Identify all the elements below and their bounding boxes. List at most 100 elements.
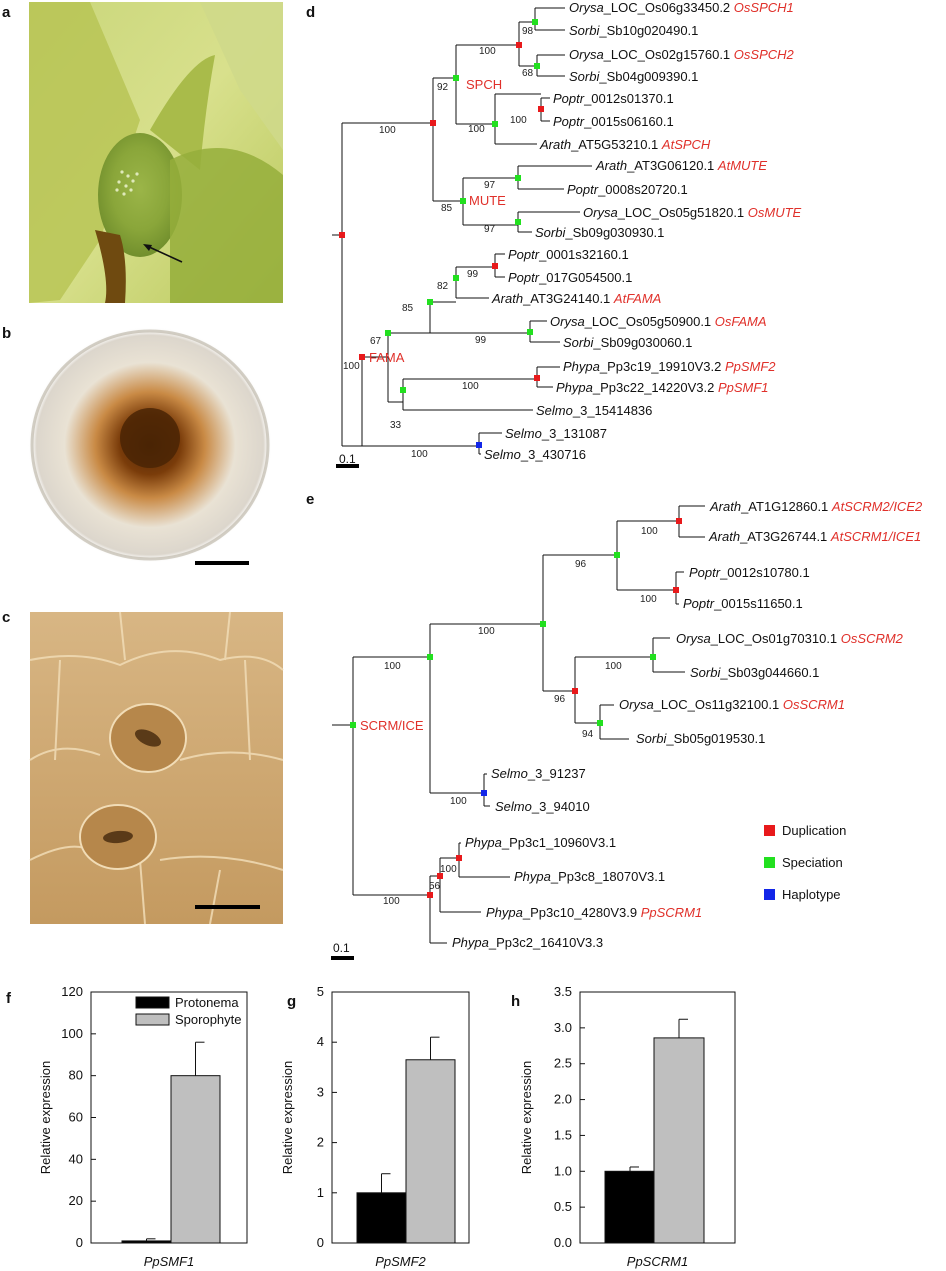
y-tick-label: 0.0 (554, 1235, 572, 1250)
support-value: 67 (370, 336, 382, 347)
node-duplication (673, 587, 679, 593)
leaf-label: Arath_AT3G06120.1 AtMUTE (595, 158, 767, 173)
y-tick-label: 0 (317, 1235, 324, 1250)
support-value: 100 (462, 381, 479, 392)
node-duplication (572, 688, 578, 694)
support-value: 94 (582, 729, 594, 740)
panel-letter-g: g (287, 993, 296, 1010)
y-tick-label: 1.0 (554, 1163, 572, 1178)
node-duplication (430, 120, 436, 126)
node-duplication (456, 855, 462, 861)
y-tick-label: 80 (69, 1068, 83, 1083)
legend-label: Protonema (175, 995, 239, 1010)
support-value: 100 (640, 594, 657, 605)
support-value: 56 (429, 881, 441, 892)
support-value: 100 (479, 46, 496, 57)
node-duplication (492, 263, 498, 269)
y-tick-label: 20 (69, 1193, 83, 1208)
leaf-label: Orysa_LOC_Os02g15760.1 OsSPCH2 (569, 47, 795, 62)
node-haplotype (476, 442, 482, 448)
y-axis-label: Relative expression (280, 1061, 295, 1174)
node-duplication (516, 42, 522, 48)
support-value: 100 (384, 661, 401, 672)
leaf-label: Sorbi_Sb09g030060.1 (563, 335, 692, 350)
support-value: 100 (379, 125, 396, 136)
y-tick-label: 3.0 (554, 1020, 572, 1035)
leaf-label: Poptr_0012s10780.1 (689, 565, 810, 580)
node-duplication (538, 106, 544, 112)
y-tick-label: 1 (317, 1185, 324, 1200)
node-speciation (385, 330, 391, 336)
leaf-label: Poptr_0012s01370.1 (553, 91, 674, 106)
leaf-label: Poptr_017G054500.1 (508, 270, 632, 285)
node-legend: Duplication Speciation Haplotype (764, 823, 846, 902)
y-tick-label: 3 (317, 1084, 324, 1099)
node-speciation (597, 720, 603, 726)
node-duplication (534, 375, 540, 381)
node-speciation (453, 275, 459, 281)
support-value: 92 (437, 82, 449, 93)
support-value: 100 (605, 661, 622, 672)
y-tick-label: 2.0 (554, 1092, 572, 1107)
x-category-label: PpSMF1 (144, 1254, 195, 1269)
node-duplication (676, 518, 682, 524)
support-value: 100 (383, 896, 400, 907)
support-value: 100 (510, 115, 527, 126)
panel-letter-a: a (2, 4, 11, 21)
photo-stomata (29, 611, 284, 925)
legend-label-speciation: Speciation (782, 855, 843, 870)
leaf-label: Orysa_LOC_Os05g50900.1 OsFAMA (550, 314, 767, 329)
node-speciation (534, 63, 540, 69)
node-speciation (532, 19, 538, 25)
support-value: 33 (390, 420, 402, 431)
phylogenetic-tree-d: SPCH MUTE FAMA 98 100 68 92 100 100 100 … (332, 7, 592, 468)
panel-letter-c: c (2, 609, 10, 626)
leaf-label: Selmo_3_131087 (505, 426, 607, 441)
leaf-label: Orysa_LOC_Os11g32100.1 OsSCRM1 (619, 697, 845, 712)
y-tick-label: 2 (317, 1135, 324, 1150)
y-tick-label: 5 (317, 984, 324, 999)
phylogenetic-tree-e: SCRM/ICE 100 96 100 100 100 96 94 100 10… (331, 505, 705, 960)
photo-capsule-cross-section (24, 325, 286, 585)
support-value: 99 (467, 269, 479, 280)
tree-d-nodes (339, 19, 544, 448)
y-tick-label: 2.5 (554, 1056, 572, 1071)
legend-label-haplotype: Haplotype (782, 887, 841, 902)
leaf-label: Phypa_Pp3c2_16410V3.3 (452, 935, 603, 950)
node-duplication (339, 232, 345, 238)
tree-e-nodes (350, 518, 682, 898)
panel-letter-f: f (6, 990, 12, 1007)
leaf-label: Poptr_0015s11650.1 (683, 596, 803, 611)
support-value: 68 (522, 68, 534, 79)
y-tick-label: 100 (61, 1026, 83, 1041)
scale-label-d: 0.1 (339, 452, 356, 466)
y-tick-label: 60 (69, 1110, 83, 1125)
y-axis-label: Relative expression (38, 1061, 53, 1174)
leaf-label: Phypa_Pp3c8_18070V3.1 (514, 869, 665, 884)
leaf-label: Phypa_Pp3c10_4280V3.9 PpSCRM1 (486, 905, 702, 920)
y-axis-label: Relative expression (519, 1061, 534, 1174)
node-speciation (515, 219, 521, 225)
leaf-label: Selmo_3_15414836 (536, 403, 652, 418)
node-speciation (540, 621, 546, 627)
leaf-label: Poptr_0008s20720.1 (567, 182, 688, 197)
node-duplication (437, 873, 443, 879)
bar-protonema (604, 1170, 656, 1244)
node-speciation (515, 175, 521, 181)
support-value: 100 (478, 626, 495, 637)
support-value: 100 (411, 449, 428, 460)
leaf-label: Orysa_LOC_Os06g33450.2 OsSPCH1 (569, 0, 794, 15)
leaf-label: Orysa_LOC_Os01g70310.1 OsSCRM2 (676, 631, 904, 646)
node-speciation (427, 654, 433, 660)
panel-letter-h: h (511, 993, 520, 1010)
support-value: 82 (437, 281, 449, 292)
leaf-label: Arath_AT3G24140.1 AtFAMA (491, 291, 661, 306)
bar-protonema (121, 1240, 172, 1244)
tree-e-leaves: Arath_AT1G12860.1 AtSCRM2/ICE2 Arath_AT3… (452, 499, 923, 950)
y-tick-label: 120 (61, 984, 83, 999)
node-duplication (359, 354, 365, 360)
